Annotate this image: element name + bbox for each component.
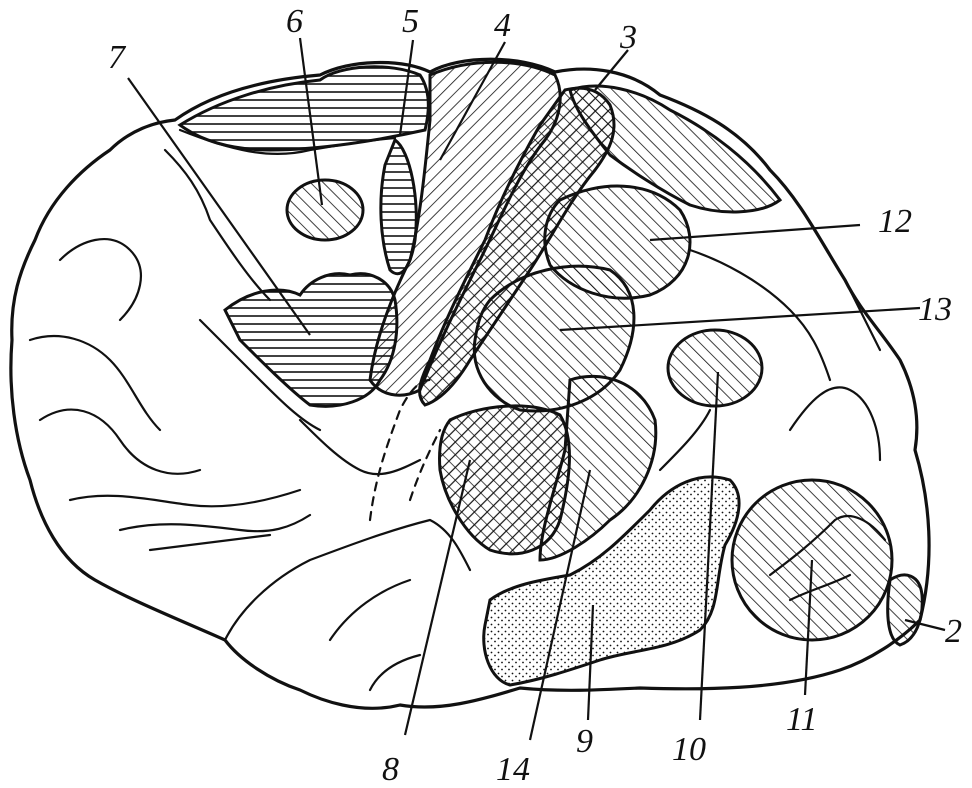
dashed-sulcus bbox=[368, 378, 432, 522]
label-9: 9 bbox=[576, 723, 593, 760]
leader-5 bbox=[398, 39, 415, 136]
label-13: 13 bbox=[918, 291, 952, 328]
leader-11 bbox=[803, 559, 814, 696]
leader-7 bbox=[127, 77, 311, 336]
leader-13 bbox=[559, 306, 921, 332]
leader-3 bbox=[594, 49, 629, 91]
leader-12 bbox=[649, 223, 861, 242]
leader-2 bbox=[904, 618, 946, 632]
sulcus-line bbox=[788, 386, 882, 462]
sulcus-line bbox=[328, 578, 412, 642]
sulcus-line bbox=[848, 288, 882, 352]
leader-14 bbox=[528, 469, 592, 741]
label-14: 14 bbox=[496, 751, 530, 788]
region-5 bbox=[379, 137, 418, 276]
region-11-inner-line bbox=[768, 515, 887, 577]
brain-outline bbox=[9, 57, 931, 710]
sulcus-line bbox=[198, 318, 322, 432]
label-3: 3 bbox=[619, 19, 637, 56]
sulcus-line bbox=[118, 513, 312, 533]
region-9 bbox=[482, 475, 741, 687]
region-6 bbox=[285, 178, 365, 242]
sulcus-line bbox=[68, 488, 302, 508]
region-2 bbox=[886, 573, 924, 647]
sulcus-line bbox=[38, 408, 202, 475]
leader-6 bbox=[298, 37, 324, 206]
label-11: 11 bbox=[786, 701, 817, 738]
label-8: 8 bbox=[382, 751, 399, 788]
leader-9 bbox=[586, 604, 595, 721]
sulcus-line bbox=[658, 408, 712, 472]
sulcus-line bbox=[28, 335, 162, 432]
region-3 bbox=[568, 84, 783, 214]
region-14 bbox=[538, 374, 658, 562]
label-4: 4 bbox=[494, 7, 511, 44]
label-10: 10 bbox=[672, 731, 706, 768]
leader-8 bbox=[403, 459, 472, 736]
leader-4 bbox=[439, 41, 506, 161]
region-11-inner-line bbox=[788, 573, 852, 602]
sulcus-line bbox=[163, 148, 272, 302]
label-6: 6 bbox=[286, 3, 303, 40]
label-2: 2 bbox=[945, 613, 962, 650]
sulcus-line bbox=[368, 653, 422, 692]
region-crosshatch-band bbox=[418, 86, 616, 407]
sulcus-line bbox=[58, 238, 142, 322]
region-10 bbox=[666, 328, 764, 408]
dashed-sulcus bbox=[408, 428, 442, 502]
label-12: 12 bbox=[878, 203, 912, 240]
sulcus-line bbox=[298, 418, 422, 476]
region-top-strip bbox=[177, 65, 430, 152]
temporal-lobe-outline bbox=[223, 518, 472, 642]
region-7 bbox=[223, 272, 399, 408]
label-5: 5 bbox=[402, 3, 419, 40]
sulcus-line bbox=[688, 248, 832, 382]
leader-10 bbox=[698, 371, 720, 721]
label-7: 7 bbox=[108, 39, 127, 76]
sulcus-line bbox=[148, 533, 272, 552]
